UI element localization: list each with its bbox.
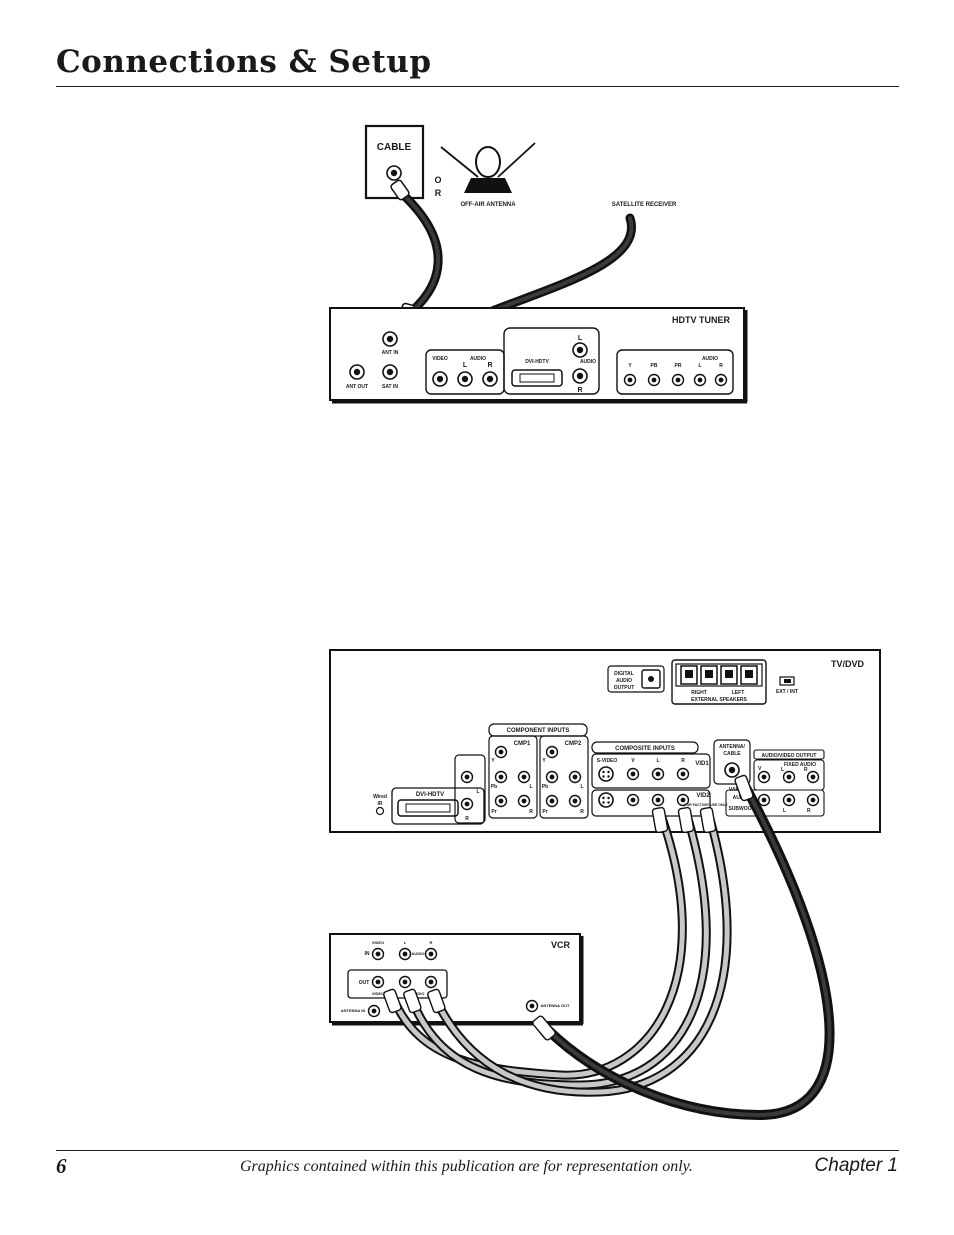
digital-label: DIGITAL — [614, 671, 634, 677]
tuner-audio-label: AUDIO — [470, 356, 486, 362]
tv-dvi-l-label: L — [476, 789, 479, 795]
speaker-terminals — [680, 665, 758, 685]
s-video-label: S-VIDEO — [597, 758, 618, 764]
tuner-r-label: R — [487, 362, 492, 369]
tv-dvd-title: TV/DVD — [831, 659, 865, 669]
vcr-antenna-out-label: ANTENNA OUT — [541, 1003, 571, 1008]
or-label-bottom: R — [435, 188, 442, 198]
page-title: Connections & Setup — [56, 44, 432, 80]
tuner-y-label: Y — [628, 363, 632, 369]
tuner-dvi-r-label: R — [577, 387, 582, 394]
satellite-label: SATELLITE RECEIVER — [612, 202, 677, 208]
vcr-l-label: L — [404, 940, 407, 945]
var-l-label: L — [783, 808, 786, 814]
or-label-top: O — [434, 175, 441, 185]
vcr-out-audio-label: AUDIO — [412, 991, 425, 996]
vcr-out-label: OUT — [359, 980, 370, 986]
cmp2-pb-label: Pb — [542, 784, 548, 790]
vcr-in-label: IN — [365, 951, 370, 957]
vcr-video-label: VIDEO — [372, 940, 384, 945]
cable-outlet-jack — [386, 165, 402, 181]
ant-out-label: ANT OUT — [346, 384, 368, 390]
digital-audio-label: AUDIO — [616, 678, 632, 684]
tuner-dvi-l-label: L — [578, 335, 583, 342]
cmp1-l-label: L — [529, 784, 532, 790]
hdtv-tuner-title: HDTV TUNER — [672, 315, 730, 325]
speaker-left-label: LEFT — [732, 690, 745, 696]
tuner-dvi-label: DVI-HDTV — [525, 359, 549, 365]
cmp2-pr-label: Pr — [542, 809, 547, 815]
vid2-label: VID2 — [696, 793, 710, 799]
vcr-panel: VCR VIDEO L R IN AUDIO OUT VIDEO AUDIO A… — [329, 933, 584, 1026]
ant-in-label: ANT IN — [382, 350, 399, 356]
cmp2-l-label: L — [580, 784, 583, 790]
cmp1-pr-label: Pr — [491, 809, 496, 815]
cmp1-pb-label: Pb — [491, 784, 497, 790]
external-speakers-label: EXTERNAL SPEAKERS — [691, 697, 747, 703]
vcr-in-audio-label: AUDIO — [412, 951, 425, 956]
tuner-video-label: VIDEO — [432, 356, 448, 362]
tv-dvd-panel: TV/DVD DIGITAL AUDIO OUTPUT RIGHT LEFT E… — [329, 649, 881, 833]
subwoofer-label: SUBWOOFER — [728, 806, 761, 812]
cmp2-y-label: Y — [542, 758, 546, 764]
aud-label: AUD — [733, 795, 744, 801]
hdtv-tuner: HDTV TUNER ANT IN ANT OUT SAT IN VIDEO A… — [329, 307, 748, 404]
wired-ir-jack — [375, 806, 385, 816]
out-r-label: R — [804, 767, 808, 773]
vcr-out-video-label: VIDEO — [372, 991, 384, 996]
component-inputs-label: COMPONENT INPUTS — [507, 728, 570, 734]
cmp2-r-label: R — [580, 809, 584, 815]
composite-inputs-label: COMPOSITE INPUTS — [615, 746, 675, 752]
vid1-v-label: V — [631, 758, 635, 764]
tuner-l-label: L — [463, 362, 468, 369]
off-air-antenna: OFF-AIR ANTENNA — [440, 142, 536, 208]
page-number: 6 — [56, 1154, 67, 1178]
vcr-antenna-in-label: ANTENNA IN — [341, 1008, 366, 1013]
cable-label: CABLE — [377, 142, 412, 153]
av-cables — [389, 810, 732, 1097]
digital-output-label: OUTPUT — [614, 685, 635, 691]
cmp1-label: CMP1 — [514, 741, 531, 747]
tuner-comp-r-label: R — [719, 363, 723, 369]
ir-label: IR — [378, 801, 383, 807]
chapter-label: Chapter 1 — [814, 1155, 898, 1176]
antenna-label: ANTENNA/ — [719, 744, 745, 750]
cmp1-y-label: Y — [491, 758, 495, 764]
vcr-title: VCR — [551, 940, 571, 950]
tuner-dvi-audio-label: AUDIO — [580, 359, 596, 365]
header-rule — [56, 86, 899, 87]
ext-int-label: EXT / INT — [776, 689, 798, 695]
vid1-r-label: R — [681, 758, 685, 764]
fixed-audio-label: FIXED AUDIO — [784, 762, 816, 768]
vid1-l-label: L — [656, 758, 659, 764]
vid1-label: VID1 — [695, 761, 709, 767]
tuner-pr-label: PR — [675, 363, 682, 369]
wired-label: Wired — [373, 794, 387, 800]
tuner-pb-label: PB — [651, 363, 658, 369]
av-output-label: AUDIO/VIDEO OUTPUT — [761, 753, 816, 759]
var-label: VAR — [729, 787, 740, 793]
factory-label: FOR FACTORY USE ONLY — [684, 803, 728, 807]
sat-in-label: SAT IN — [382, 384, 398, 390]
cmp2-label: CMP2 — [565, 741, 582, 747]
antenna-coax-cable — [544, 781, 835, 1121]
vcr-r-label: R — [430, 940, 433, 945]
footer-rule — [56, 1150, 899, 1151]
antenna-label: OFF-AIR ANTENNA — [460, 202, 516, 208]
tv-dvi-port — [397, 799, 459, 817]
tv-dvi-r-label: R — [465, 816, 469, 822]
out-l-label: L — [781, 767, 784, 773]
tuner-comp-audio-label: AUDIO — [702, 356, 718, 362]
speaker-right-label: RIGHT — [691, 690, 707, 696]
footnote: Graphics contained within this publicati… — [240, 1158, 693, 1175]
tv-dvi-label: DVI-HDTV — [416, 792, 444, 798]
var-r-label: R — [807, 808, 811, 814]
tuner-comp-l-label: L — [698, 363, 701, 369]
out-v-label: V — [758, 766, 762, 772]
cable-label: CABLE — [723, 751, 741, 757]
cmp1-r-label: R — [529, 809, 533, 815]
